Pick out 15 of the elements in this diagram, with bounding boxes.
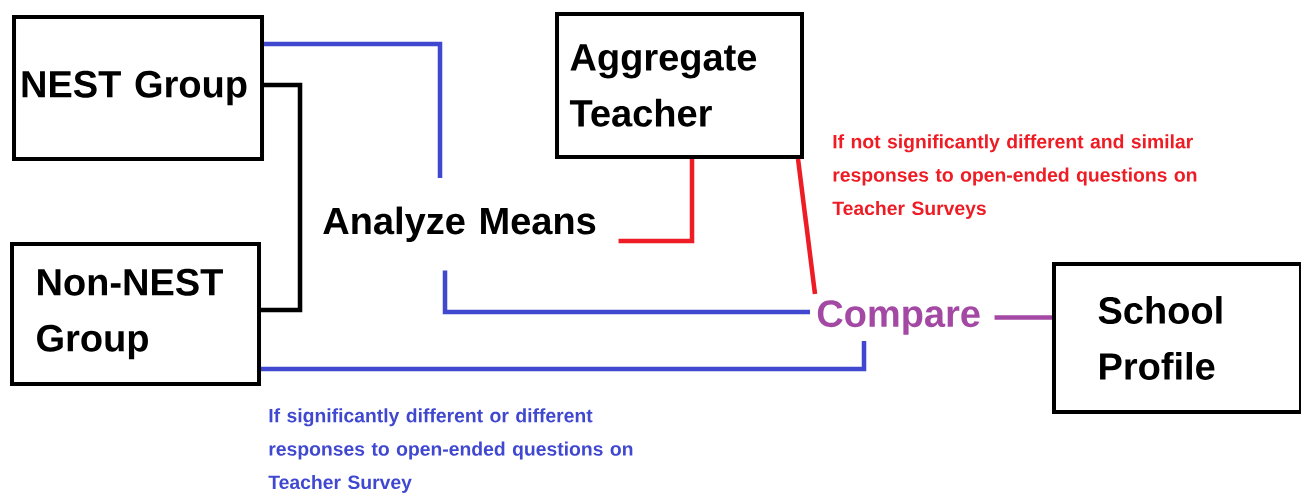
condition-note: If significantly different or different responses to open-ended questions on Teacher Survey	[268, 408, 633, 493]
group-box: Non-NEST Group	[10, 242, 261, 386]
condition-note: If not significantly different and similar responses to open-ended questions on Teacher Surveys	[832, 134, 1197, 219]
analysis-step-text: Analyze Means	[323, 206, 596, 242]
connector-line	[795, 158, 818, 295]
profile-box: School Profile	[1052, 262, 1301, 414]
connector-line	[261, 340, 867, 372]
connector-line	[994, 315, 1052, 320]
connector-line	[264, 41, 443, 178]
teacher-box: Aggregate Teacher	[555, 12, 804, 159]
connector-line	[618, 159, 695, 244]
group-box: NEST Group	[12, 15, 264, 161]
connector-line	[261, 82, 303, 313]
connector-line	[442, 270, 810, 315]
compare-step-text: Compare	[817, 300, 980, 335]
